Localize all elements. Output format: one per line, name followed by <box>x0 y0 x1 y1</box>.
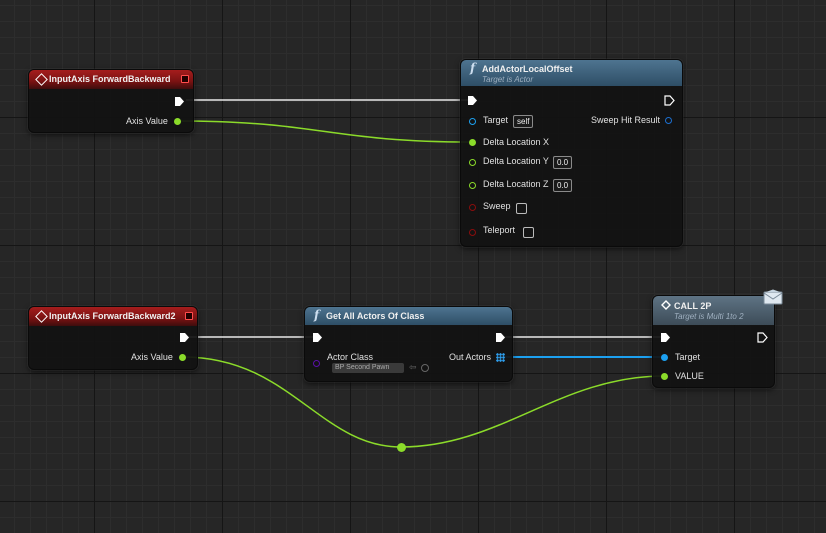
delta-location-y-pin[interactable] <box>469 159 476 166</box>
actor-class-label: Actor Class <box>327 352 374 362</box>
function-icon: f <box>314 308 320 322</box>
node-subtitle: Target is Multi 1to 2 <box>674 312 744 321</box>
event-diamond-icon <box>35 310 48 323</box>
exec-out-pin[interactable] <box>664 95 675 106</box>
exec-out-pin[interactable] <box>174 96 185 107</box>
teleport-pin[interactable] <box>469 229 476 236</box>
node-header: f AddActorLocalOffset Target is Actor <box>461 60 682 86</box>
actor-class-dropdown[interactable]: BP Second Pawn <box>332 363 404 373</box>
delta-location-y-label: Delta Location Y <box>483 156 549 166</box>
stop-icon <box>185 312 193 320</box>
axis-value-pin[interactable] <box>179 354 186 361</box>
exec-out-pin[interactable] <box>757 332 768 343</box>
axis-value-pin[interactable] <box>174 118 181 125</box>
delta-location-z-label: Delta Location Z <box>483 179 549 189</box>
message-diamond-icon <box>661 300 671 310</box>
node-title: CALL 2P <box>674 301 712 311</box>
value-pin[interactable] <box>661 373 668 380</box>
node-header: InputAxis ForwardBackward2 <box>29 307 197 326</box>
node-title: InputAxis ForwardBackward <box>49 74 171 84</box>
node-title: Get All Actors Of Class <box>326 311 425 321</box>
call-2p-node[interactable]: CALL 2P Target is Multi 1to 2 Target VAL… <box>652 295 775 388</box>
delta-location-x-label: Delta Location X <box>483 137 550 147</box>
sweep-label: Sweep <box>483 201 511 211</box>
get-all-actors-of-class-node[interactable]: f Get All Actors Of Class Actor Class BP… <box>304 306 513 382</box>
target-self-field[interactable]: self <box>513 115 534 128</box>
sweep-checkbox[interactable] <box>516 203 527 214</box>
sweep-hit-result-pin[interactable] <box>665 117 672 124</box>
delta-location-x-pin[interactable] <box>469 139 476 146</box>
node-title: InputAxis ForwardBackward2 <box>49 311 176 321</box>
interface-message-icon <box>763 289 783 305</box>
delta-location-z-field[interactable]: 0.0 <box>553 179 573 192</box>
node-title: AddActorLocalOffset <box>482 64 573 74</box>
node-subtitle: Target is Actor <box>482 75 533 84</box>
value-label: VALUE <box>675 371 704 381</box>
exec-in-pin[interactable] <box>312 332 323 343</box>
target-label: Target <box>483 115 509 125</box>
exec-in-pin[interactable] <box>660 332 671 343</box>
axis-value-label: Axis Value <box>126 116 168 126</box>
target-pin[interactable] <box>469 118 476 125</box>
actor-class-pin[interactable] <box>313 360 320 367</box>
sweep-pin[interactable] <box>469 204 476 211</box>
delta-location-z-pin[interactable] <box>469 182 476 189</box>
target-label: Target <box>675 352 701 362</box>
event-diamond-icon <box>35 73 48 86</box>
exec-out-pin[interactable] <box>179 332 190 343</box>
stop-icon <box>181 75 189 83</box>
browse-magnifier-icon[interactable] <box>421 364 429 372</box>
exec-in-pin[interactable] <box>467 95 478 106</box>
reroute-node[interactable] <box>397 443 406 452</box>
out-actors-label: Out Actors <box>449 352 492 362</box>
node-header: f Get All Actors Of Class <box>305 307 512 325</box>
add-actor-local-offset-node[interactable]: f AddActorLocalOffset Target is Actor Ta… <box>460 59 683 247</box>
sweep-hit-result-label: Sweep Hit Result <box>591 115 661 125</box>
float-wire-reroute-to-value <box>400 375 665 448</box>
delta-location-y-field[interactable]: 0.0 <box>553 156 573 169</box>
use-selected-arrow-icon[interactable]: ⇦ <box>409 362 417 372</box>
teleport-checkbox[interactable] <box>523 227 534 238</box>
float-wire-axis-to-delta-x <box>177 120 472 143</box>
input-axis-forward-backward2-node[interactable]: InputAxis ForwardBackward2 Axis Value <box>28 306 198 370</box>
array-pin-icon[interactable] <box>496 353 505 362</box>
node-header: InputAxis ForwardBackward <box>29 70 193 89</box>
node-header: CALL 2P Target is Multi 1to 2 <box>653 296 774 325</box>
exec-out-pin[interactable] <box>495 332 506 343</box>
input-axis-forward-backward-node[interactable]: InputAxis ForwardBackward Axis Value <box>28 69 194 133</box>
target-pin[interactable] <box>661 354 668 361</box>
axis-value-label: Axis Value <box>131 352 173 362</box>
teleport-label: Teleport <box>483 225 516 235</box>
function-icon: f <box>470 61 476 75</box>
